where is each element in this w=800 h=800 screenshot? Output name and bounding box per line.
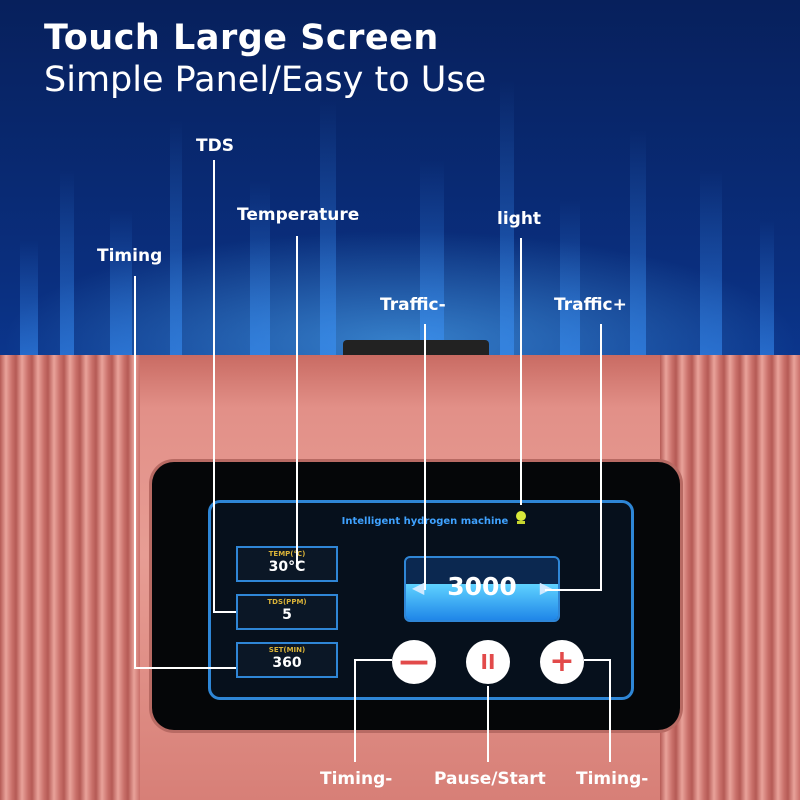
headline: Touch Large Screen Simple Panel/Easy to … — [44, 18, 486, 100]
headline-title: Touch Large Screen — [44, 18, 439, 58]
bg-bar — [60, 170, 74, 360]
callout-timing: Timing — [97, 246, 163, 266]
chevron-right-icon[interactable]: ▶ — [539, 578, 552, 597]
bg-bar — [760, 220, 774, 360]
callout-traffic-minus: Traffic- — [380, 295, 446, 315]
timing-minus-line — [354, 659, 392, 762]
chevron-left-icon[interactable]: ◀ — [412, 578, 425, 597]
flow-display: ◀ 3000 ▶ — [404, 556, 560, 622]
pause-icon: II — [480, 650, 496, 674]
callout-temperature: Temperature — [237, 205, 360, 225]
temperature-label: TEMP(°C) — [268, 550, 306, 558]
callout-pause-start: Pause/Start — [434, 769, 546, 789]
bg-bar — [500, 80, 514, 360]
tds-line — [213, 160, 236, 613]
timing-line — [134, 276, 236, 669]
bg-bar — [20, 240, 38, 360]
headline-subtitle: Simple Panel/Easy to Use — [44, 60, 487, 100]
timer-value: 360 — [272, 655, 302, 671]
callout-traffic-plus: Traffic+ — [554, 295, 627, 315]
timing-minus-button[interactable]: — — [392, 640, 436, 684]
callout-light: light — [497, 209, 542, 229]
traffic-plus-line — [545, 324, 602, 591]
machine-ribs-left — [0, 355, 140, 800]
light-icon — [516, 511, 526, 524]
callout-timing-minus: Timing- — [320, 769, 393, 789]
bg-bar — [110, 210, 132, 360]
flow-water-fill — [406, 584, 558, 620]
bg-bar — [170, 120, 182, 360]
callout-tds: TDS — [196, 136, 234, 156]
bg-bar — [320, 100, 336, 360]
machine-ribs-right — [660, 355, 800, 800]
tds-label: TDS(PPM) — [267, 598, 307, 606]
timer-display: SET(MIN) 360 — [236, 642, 338, 678]
timing-plus-line — [584, 659, 611, 762]
timing-plus-button[interactable]: + — [540, 640, 584, 684]
minus-icon: — — [399, 644, 429, 679]
bg-bar — [560, 200, 580, 360]
bg-bar — [700, 170, 722, 360]
bg-bar — [250, 180, 270, 360]
timer-label: SET(MIN) — [268, 646, 306, 654]
machine-handle — [343, 340, 489, 358]
pause-start-button[interactable]: II — [466, 640, 510, 684]
bg-bar — [630, 130, 646, 360]
tds-display: TDS(PPM) 5 — [236, 594, 338, 630]
flow-value: 3000 — [447, 572, 517, 601]
temperature-display: TEMP(°C) 30°C — [236, 546, 338, 582]
plus-icon: + — [549, 644, 575, 679]
tds-value: 5 — [282, 607, 292, 623]
callout-timing-minus-2: Timing- — [576, 769, 649, 789]
